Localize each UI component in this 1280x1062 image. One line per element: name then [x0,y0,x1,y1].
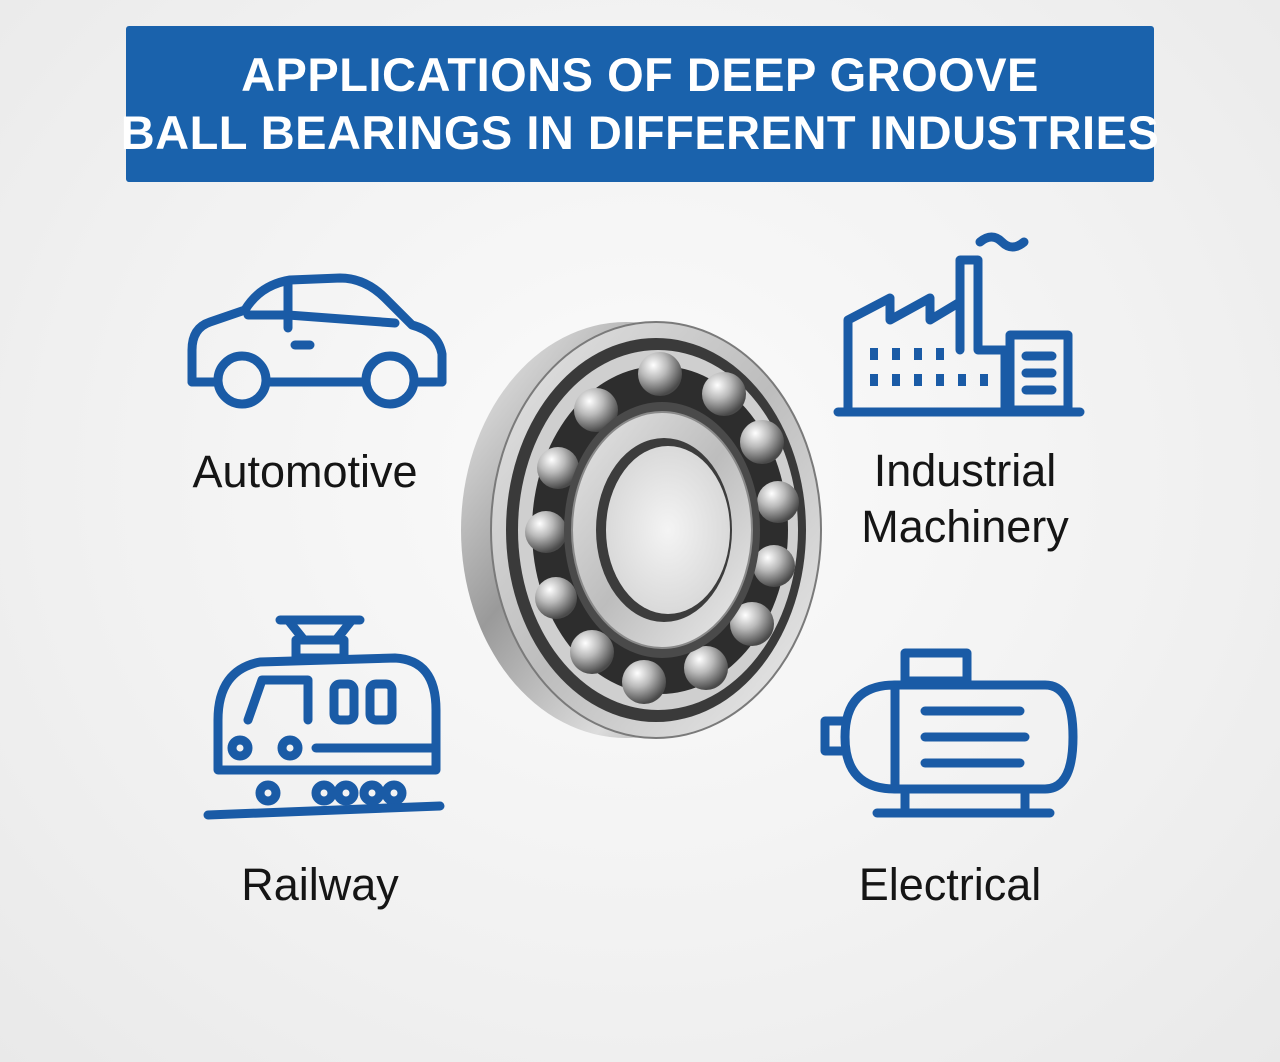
title-line-2: BALL BEARINGS IN DIFFERENT INDUSTRIES [120,106,1160,159]
car-icon [187,273,447,409]
title-line-1: APPLICATIONS OF DEEP GROOVE [241,48,1039,101]
label-railway: Railway [241,859,399,910]
electric-motor-icon [820,648,1078,818]
label-industrial-machinery-line-1: Industrial [873,445,1057,496]
train-icon [203,615,445,820]
label-industrial-machinery-line-2: Machinery [861,501,1069,552]
factory-icon [833,232,1085,417]
label-automotive: Automotive [192,446,418,497]
title-banner: APPLICATIONS OF DEEP GROOVE BALL BEARING… [121,26,1159,182]
ball-bearing-illustration [461,321,822,739]
label-electrical: Electrical [858,859,1042,910]
